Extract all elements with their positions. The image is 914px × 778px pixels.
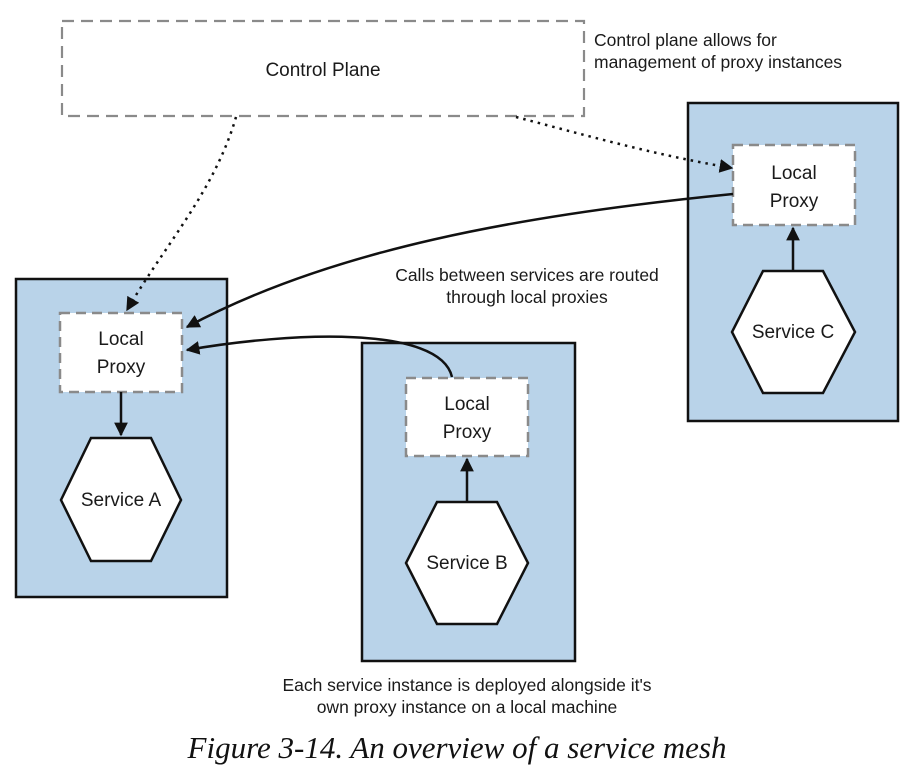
proxy-c-to-proxy-a-arrow <box>185 192 734 329</box>
deploy-note: Each service instance is deployed alongs… <box>282 675 651 717</box>
machine-b: Local Proxy Service B <box>360 341 577 663</box>
deploy-note-line1: Each service instance is deployed alongs… <box>282 675 651 695</box>
figure-caption: Figure 3-14. An overview of a service me… <box>187 730 727 765</box>
service-c-hexagon <box>730 269 857 395</box>
calls-note-line2: through local proxies <box>446 287 608 307</box>
proxy-b-box <box>404 376 530 458</box>
proxy-b-label-line2: Proxy <box>443 422 492 443</box>
service-a-hexagon <box>59 436 183 563</box>
proxy-c-label-line1: Local <box>771 163 816 184</box>
service-b-hexagon <box>404 500 530 626</box>
proxy-b-label-line1: Local <box>444 394 489 415</box>
control-plane-box <box>60 19 586 118</box>
proxy-a-label-line1: Local <box>98 329 143 350</box>
proxy-c-label-line2: Proxy <box>770 191 819 212</box>
machine-a: Local Proxy Service A <box>14 277 229 599</box>
service-c-label: Service C <box>752 322 834 343</box>
proxy-b-to-proxy-a-arrow <box>185 335 454 378</box>
proxy-c-box <box>731 143 857 227</box>
calls-note: Calls between services are routed throug… <box>395 265 659 307</box>
control-plane: Control Plane <box>60 19 586 118</box>
control-plane-note-line1: Control plane allows for <box>594 30 777 50</box>
proxy-a-label-line2: Proxy <box>97 357 146 378</box>
proxy-a-box <box>58 311 184 394</box>
control-plane-label: Control Plane <box>265 60 380 81</box>
calls-note-line1: Calls between services are routed <box>395 265 659 285</box>
deploy-note-line2: own proxy instance on a local machine <box>317 697 618 717</box>
service-b-label: Service B <box>426 553 507 574</box>
machine-c: Local Proxy Service C <box>686 101 900 423</box>
control-plane-note-line2: management of proxy instances <box>594 52 842 72</box>
control-plane-note: Control plane allows for management of p… <box>594 30 842 72</box>
service-a-label: Service A <box>81 490 162 511</box>
